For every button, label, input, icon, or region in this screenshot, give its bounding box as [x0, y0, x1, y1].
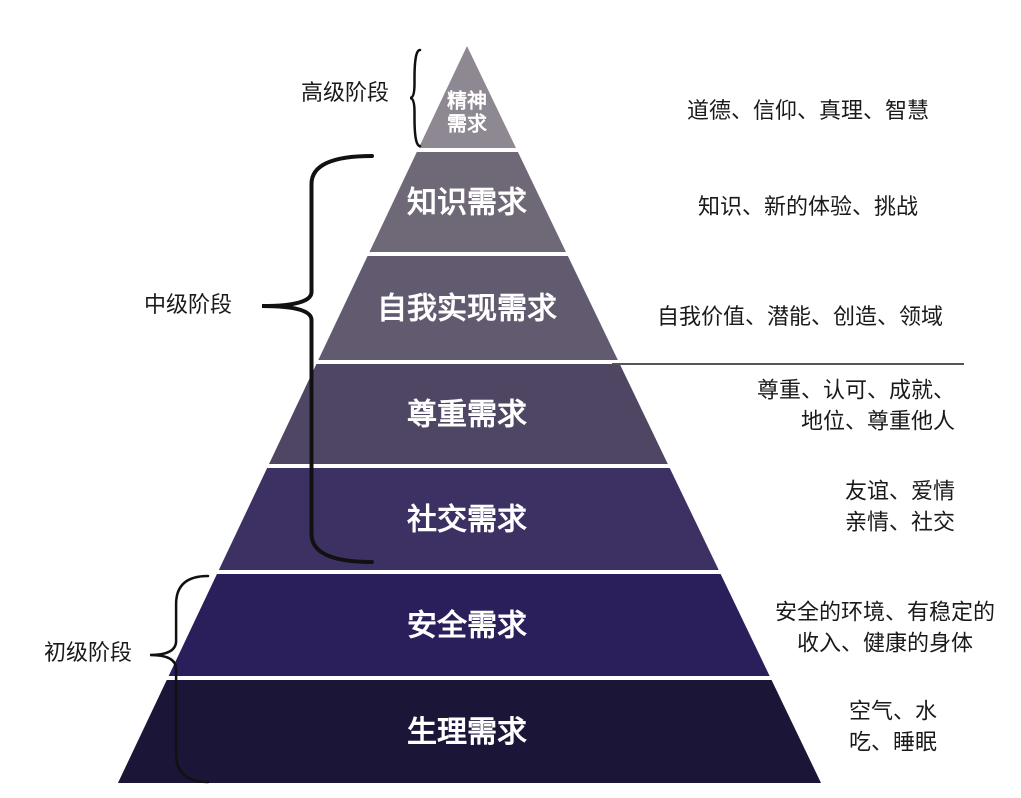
tier-label-spiritual: 需求: [447, 112, 488, 136]
tier-description-physiological: 吃、睡眠: [849, 731, 937, 756]
tier-description-social: 亲情、社交: [845, 511, 955, 536]
tier-descriptions: 道德、信仰、真理、智慧知识、新的体验、挑战自我价值、潜能、创造、领域尊重、认可、…: [657, 99, 995, 756]
tier-label-spiritual: 精神: [447, 89, 487, 113]
tier-description-spiritual: 道德、信仰、真理、智慧: [687, 99, 929, 124]
stage-label-advanced: 高级阶段: [301, 81, 389, 106]
tier-description-physiological: 空气、水: [849, 700, 937, 725]
tier-label-self-actualization: 自我实现需求: [377, 292, 557, 327]
tier-description-safety: 收入、健康的身体: [797, 632, 973, 657]
tier-knowledge: [369, 152, 566, 252]
tier-self-actualization: [318, 256, 618, 360]
tier-description-self-actualization: 自我价值、潜能、创造、领域: [657, 305, 943, 330]
tier-spiritual: [418, 46, 516, 148]
tier-description-safety: 安全的环境、有稳定的: [775, 601, 995, 626]
tier-description-esteem: 地位、尊重他人: [801, 410, 955, 435]
tier-description-social: 友谊、爱情: [845, 480, 955, 505]
stage-brace-intermediate: [261, 154, 374, 564]
stage-label-intermediate: 中级阶段: [144, 293, 232, 318]
tier-esteem: [269, 364, 668, 464]
tier-label-social: 社交需求: [407, 503, 527, 538]
stage-brace-advanced: [409, 48, 422, 148]
tier-social: [218, 468, 719, 570]
tier-safety: [168, 574, 770, 676]
stage-label-primary: 初级阶段: [44, 641, 132, 666]
stage-brace-primary: [149, 574, 210, 784]
tier-label-esteem: 尊重需求: [407, 398, 527, 433]
tier-description-knowledge: 知识、新的体验、挑战: [698, 195, 918, 220]
tier-physiological: [117, 680, 822, 783]
tier-label-physiological: 生理需求: [407, 715, 527, 750]
tier-description-esteem: 尊重、认可、成就、: [757, 379, 955, 404]
tier-label-safety: 安全需求: [407, 609, 527, 644]
tier-label-knowledge: 知识需求: [407, 186, 527, 221]
